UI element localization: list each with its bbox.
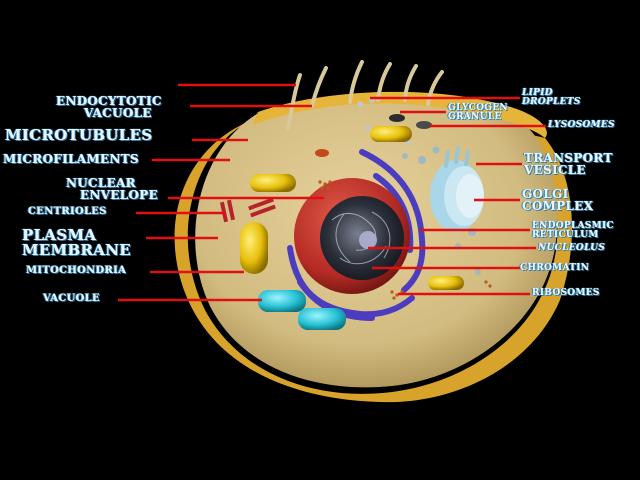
lipid-droplets-label: LIPID DROPLETS: [522, 89, 581, 107]
microtubules-label: MICROTUBULES: [5, 126, 153, 144]
microfilaments-label: MICROFILAMENTS: [3, 152, 139, 166]
microvilli: [286, 60, 444, 130]
plasma-membrane-label-line2: MEMBRANE: [22, 241, 131, 259]
endoplasmic-reticulum-label-line1: ENDOPLASMIC: [532, 221, 614, 231]
vacuole-1: [258, 290, 306, 312]
endocytotic-vacuole-label-line2: VACUOLE: [84, 106, 152, 120]
glycogen-granule: [389, 114, 405, 122]
mitochondrion-2: [250, 174, 296, 192]
ribosomes: [318, 180, 492, 300]
golgi-fingers: [444, 146, 470, 168]
lysosome: [416, 121, 432, 129]
glycogen-granule-label: GLYCOGEN GRANULE: [448, 104, 508, 122]
lysosomes-label: LYSOSOMES: [548, 120, 615, 130]
endocytotic-vacuole-label-line1: ENDOCYTOTIC: [56, 94, 162, 108]
endocytotic-vacuole-label: ENDOCYTOTIC VACUOLE: [56, 95, 162, 119]
golgi-complex-label: GOLGI COMPLEX: [522, 188, 593, 212]
lipid-droplets-label-line1: LIPID: [522, 88, 553, 98]
lipid-droplets-label-line2: DROPLETS: [522, 97, 581, 107]
plasma-membrane-top: [252, 91, 547, 138]
pointer-lines: [118, 83, 546, 302]
mitochondria-label: MITOCHONDRIA: [26, 265, 127, 276]
golgi-complex-label-line2: COMPLEX: [522, 199, 594, 213]
lipid-droplets: [357, 97, 411, 145]
plasma-membrane-label-line1: PLASMA: [22, 226, 97, 244]
nucleolus: [359, 231, 377, 249]
centrioles-label: CENTRIOLES: [28, 206, 107, 217]
endoplasmic-reticulum-label-line2: RETICULUM: [532, 230, 599, 240]
chromatin-label: CHROMATIN: [520, 263, 590, 273]
ribosomes-label: RIBOSOMES: [532, 288, 600, 298]
transport-vesicle-label: TRANSPORT VESICLE: [524, 152, 613, 176]
glycogen-granule-label-line2: GRANULE: [448, 112, 502, 122]
mitochondrion-3: [240, 222, 268, 274]
nuclear-envelope-label: NUCLEAR ENVELOPE: [66, 177, 158, 201]
mitochondrion-4: [428, 276, 464, 290]
plasma-membrane-label: PLASMA MEMBRANE: [22, 228, 131, 258]
nuclear-envelope-label-line2: ENVELOPE: [80, 188, 159, 202]
endoplasmic-reticulum-label: ENDOPLASMIC RETICULUM: [532, 222, 614, 240]
transport-vesicle-label-line2: VESICLE: [524, 163, 586, 177]
vacuole-2: [298, 308, 346, 330]
plasma-membrane-rim: [174, 120, 573, 403]
golgi-complex: [430, 160, 484, 232]
golgi-complex-label-line1: GOLGI: [522, 187, 569, 201]
red-granule: [315, 149, 329, 157]
nucleolus-label: NUCLEOLUS: [538, 243, 606, 253]
transport-vesicle-label-line1: TRANSPORT: [524, 151, 613, 165]
mitochondrion-1: [370, 126, 412, 142]
glycogen-granule-label-line1: GLYCOGEN: [448, 103, 508, 113]
nuclear-envelope-label-line1: NUCLEAR: [66, 176, 136, 190]
vacuole-label: VACUOLE: [43, 293, 100, 304]
